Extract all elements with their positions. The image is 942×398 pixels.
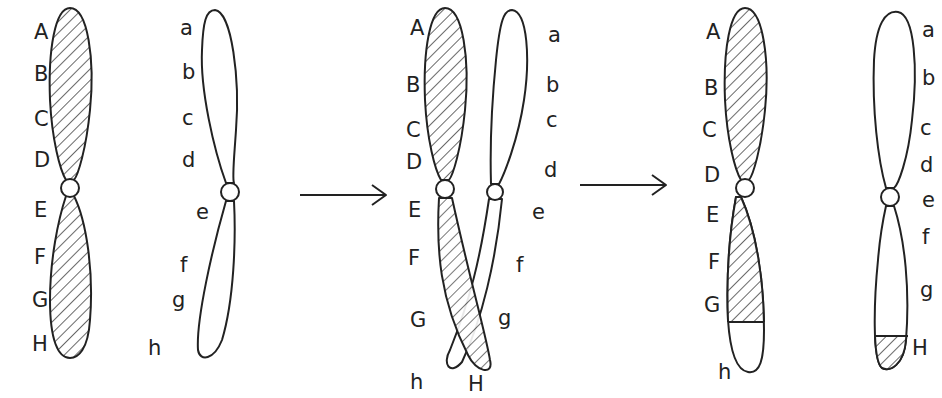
centromere	[61, 179, 79, 197]
gene-label: h	[148, 338, 161, 359]
chromosome-arm	[725, 8, 767, 180]
chromosome-arm	[425, 8, 467, 180]
chromosome-arm	[875, 206, 908, 369]
arrow-head	[372, 185, 386, 205]
gene-label: f	[180, 255, 187, 276]
gene-label: E	[706, 205, 719, 226]
gene-label: a	[180, 18, 193, 39]
gene-label: C	[34, 109, 49, 130]
gene-label: b	[182, 62, 195, 83]
gene-label: c	[920, 118, 932, 139]
centromere	[221, 183, 239, 201]
gene-label: g	[498, 308, 511, 329]
gene-label: H	[32, 334, 48, 355]
gene-label: c	[182, 108, 194, 129]
gene-label: d	[544, 160, 557, 181]
chromosome-arm	[198, 201, 235, 357]
chromosome-arm	[50, 8, 92, 180]
arrow-head	[652, 175, 666, 195]
process-arrow	[300, 194, 385, 196]
gene-label: g	[920, 280, 933, 301]
chromosome-arm	[438, 198, 490, 370]
gene-label: H	[468, 374, 484, 395]
gene-label: f	[922, 227, 929, 248]
gene-label: f	[516, 255, 523, 276]
gene-label: A	[34, 22, 48, 43]
gene-label: D	[704, 165, 720, 186]
gene-label: E	[34, 200, 47, 221]
gene-label: g	[172, 290, 185, 311]
gene-label: A	[706, 22, 720, 43]
centromere	[881, 188, 899, 206]
chromosome-arm	[202, 10, 237, 183]
gene-label: F	[408, 248, 420, 269]
chromosome-arm	[491, 10, 527, 184]
chromosome-arm	[727, 197, 764, 322]
gene-label: G	[32, 290, 48, 311]
gene-label: B	[406, 75, 420, 96]
chromosome-arm	[727, 197, 764, 372]
gene-label: h	[410, 372, 423, 393]
gene-label: b	[546, 75, 559, 96]
gene-label: d	[182, 150, 195, 171]
gene-label: H	[912, 338, 928, 359]
gene-label: G	[410, 310, 426, 331]
gene-label: D	[34, 150, 50, 171]
chromosome-arm	[50, 196, 91, 358]
gene-label: C	[702, 120, 717, 141]
gene-label: A	[410, 18, 424, 39]
gene-label: a	[548, 25, 561, 46]
centromere	[736, 179, 754, 197]
gene-label: a	[922, 20, 935, 41]
gene-label: E	[408, 200, 421, 221]
centromere	[436, 180, 454, 198]
gene-label: D	[406, 152, 422, 173]
gene-label: B	[34, 64, 48, 85]
gene-label: e	[196, 202, 209, 223]
chromosome-arm	[875, 336, 908, 369]
gene-label: e	[532, 202, 545, 223]
gene-label: B	[704, 78, 718, 99]
process-arrow	[580, 184, 665, 186]
chromosome-arm	[874, 12, 915, 188]
gene-label: C	[406, 120, 421, 141]
gene-label: F	[708, 252, 720, 273]
crossover-point	[728, 321, 764, 323]
centromere	[487, 184, 503, 200]
gene-label: G	[704, 295, 720, 316]
crossover-point	[874, 335, 908, 337]
gene-label: h	[718, 362, 731, 383]
gene-label: b	[922, 68, 935, 89]
gene-label: F	[34, 247, 46, 268]
gene-label: d	[920, 155, 933, 176]
gene-label: e	[922, 190, 935, 211]
gene-label: c	[546, 110, 558, 131]
